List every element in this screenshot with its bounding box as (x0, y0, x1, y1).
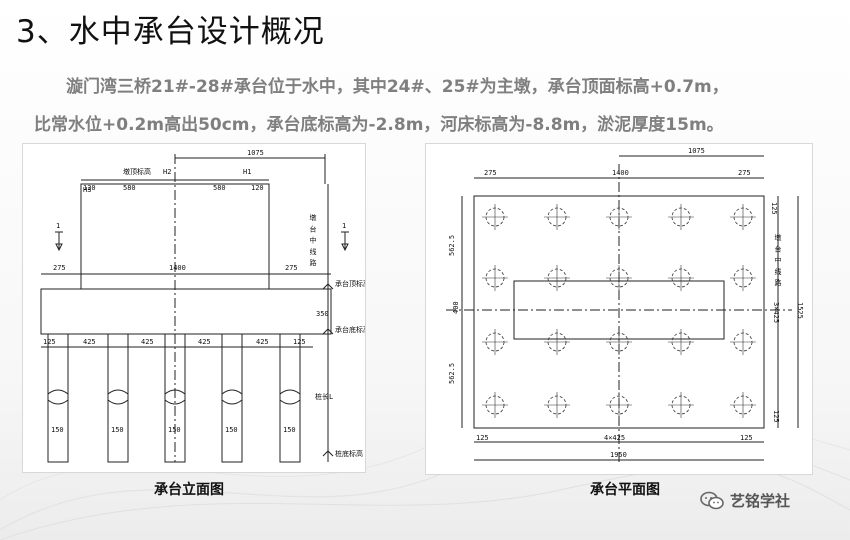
pile-hole-cross (544, 392, 570, 418)
svg-text:125: 125 (772, 410, 780, 423)
pile-hole-cross (730, 392, 756, 418)
pile-hole-cross (668, 204, 694, 230)
svg-text:H2: H2 (163, 168, 171, 176)
svg-text:562.5: 562.5 (448, 235, 456, 256)
svg-text:承台底标高: 承台底标高 (335, 325, 365, 334)
pile-hole-cross (668, 392, 694, 418)
elevation-labels: 1075 H3 墩顶标高 H2 H1 120 580 580 120 275 1… (43, 149, 365, 458)
slide-title: 3、水中承台设计概况 (16, 14, 325, 50)
pile-hole-cross (482, 392, 508, 418)
svg-text:580: 580 (123, 184, 136, 192)
svg-text:墩 台 中 线 路: 墩 台 中 线 路 (309, 213, 317, 267)
pile-hole-cross (668, 265, 694, 291)
description-line-1: 漩门湾三桥21#-28#承台位于水中，其中24#、25#为主墩，承台顶面标高+0… (66, 77, 729, 97)
svg-text:275: 275 (738, 169, 751, 177)
svg-text:1950: 1950 (610, 451, 627, 459)
svg-text:1075: 1075 (688, 147, 705, 155)
svg-text:400: 400 (452, 301, 460, 314)
pile-hole-cross (606, 329, 632, 355)
plan-svg: 1075 275 1400 275 562.5 400 562.5 125 3×… (446, 147, 804, 464)
plan-drawing: 1075 275 1400 275 562.5 400 562.5 125 3×… (425, 143, 813, 475)
svg-text:3×425: 3×425 (772, 302, 780, 323)
svg-text:1: 1 (342, 222, 346, 230)
pile-hole-cross (730, 204, 756, 230)
svg-text:275: 275 (484, 169, 497, 177)
svg-text:1400: 1400 (169, 264, 186, 272)
svg-text:562.5: 562.5 (448, 363, 456, 384)
svg-text:墩顶标高: 墩顶标高 (123, 167, 151, 176)
svg-text:425: 425 (141, 338, 154, 346)
svg-text:桩底标高: 桩底标高 (335, 449, 363, 458)
elevation-svg: 1075 H3 墩顶标高 H2 H1 120 580 580 120 275 1… (40, 149, 365, 463)
svg-text:125: 125 (740, 434, 753, 442)
pile-hole-cross (544, 329, 570, 355)
svg-text:桩长L: 桩长L (315, 392, 333, 401)
pile-hole-cross (668, 329, 694, 355)
pile-hole-cross (730, 265, 756, 291)
pile-hole-cross (606, 265, 632, 291)
piles (47, 333, 301, 463)
pile-hole-cross (606, 392, 632, 418)
svg-text:1400: 1400 (612, 169, 629, 177)
svg-text:120: 120 (251, 184, 264, 192)
wechat-icon (700, 491, 724, 509)
pile-hole-cross (730, 329, 756, 355)
plan-caption: 承台平面图 (590, 482, 660, 498)
svg-text:1525: 1525 (796, 302, 804, 319)
watermark: 艺铭学社 (700, 490, 790, 511)
plan-labels: 1075 275 1400 275 562.5 400 562.5 125 3×… (448, 147, 804, 459)
svg-text:275: 275 (53, 264, 66, 272)
pile-hole-cross (544, 265, 570, 291)
pile-hole-cross (482, 265, 508, 291)
svg-text:425: 425 (256, 338, 269, 346)
svg-text:425: 425 (83, 338, 96, 346)
svg-text:150: 150 (168, 426, 181, 434)
svg-text:H1: H1 (243, 168, 251, 176)
svg-text:125: 125 (43, 338, 56, 346)
svg-text:580: 580 (213, 184, 226, 192)
svg-text:125: 125 (770, 202, 778, 215)
elevation-caption: 承台立面图 (154, 482, 224, 498)
elevation-drawing: 1075 H3 墩顶标高 H2 H1 120 580 580 120 275 1… (22, 143, 366, 473)
pile-hole-cross (482, 329, 508, 355)
svg-text:1075: 1075 (247, 149, 264, 157)
svg-text:墩 台 中 线 路: 墩 台 中 线 路 (774, 233, 782, 287)
pile-holes (482, 204, 756, 418)
watermark-text: 艺铭学社 (730, 492, 791, 510)
pile-cap (40, 288, 332, 335)
pile-hole-cross (544, 204, 570, 230)
svg-text:150: 150 (51, 426, 64, 434)
svg-text:425: 425 (198, 338, 211, 346)
pile-hole-cross (606, 204, 632, 230)
svg-text:350: 350 (316, 310, 329, 318)
svg-text:150: 150 (225, 426, 238, 434)
description-line-2: 比常水位+0.2m高出50cm，承台底标高为-2.8m，河床标高为-8.8m，淤… (34, 115, 724, 135)
svg-text:H3: H3 (83, 186, 91, 194)
svg-text:承台顶标高: 承台顶标高 (335, 279, 365, 288)
svg-text:150: 150 (283, 426, 296, 434)
svg-text:120: 120 (83, 184, 96, 192)
svg-text:125: 125 (293, 338, 306, 346)
svg-text:1: 1 (56, 222, 60, 230)
svg-text:275: 275 (285, 264, 298, 272)
pile-hole-cross (482, 204, 508, 230)
svg-text:4×425: 4×425 (604, 434, 625, 442)
svg-text:125: 125 (476, 434, 489, 442)
svg-text:150: 150 (111, 426, 124, 434)
